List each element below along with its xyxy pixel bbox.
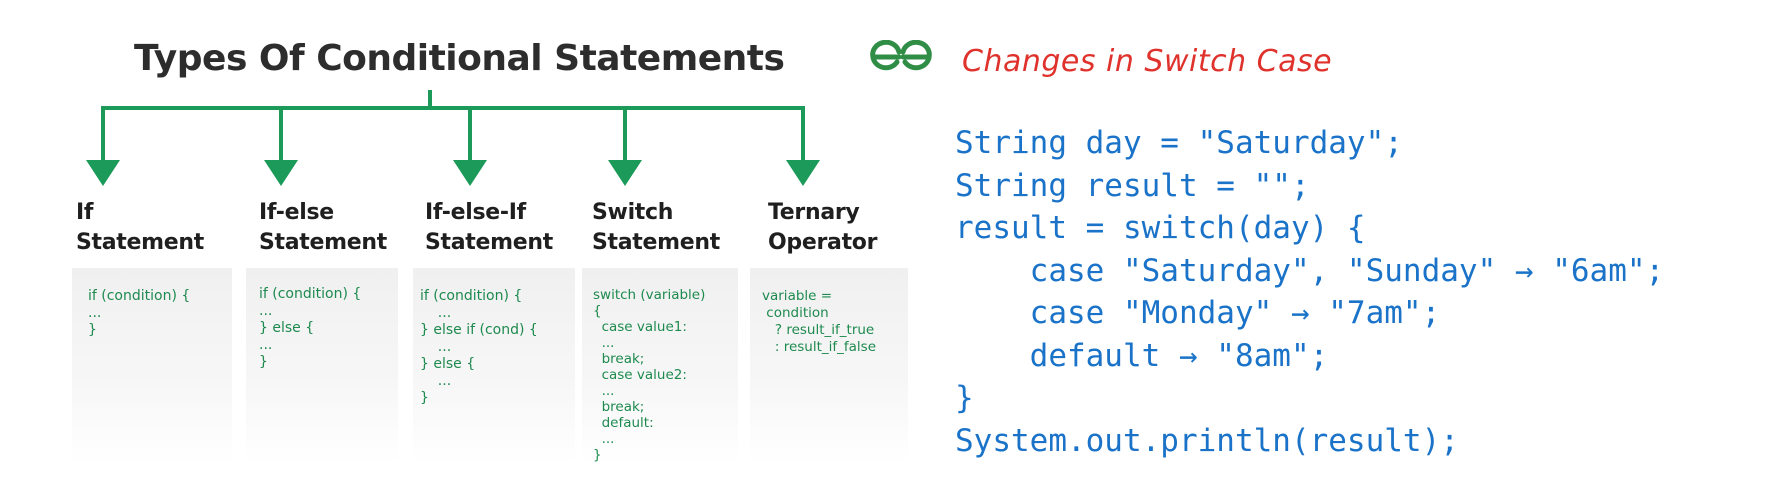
type-label-ternary: Ternary Operator [768,200,878,255]
type-label-if-else: If-else Statement [259,200,387,255]
conditional-statements-diagram: Types Of Conditional Statements If State… [72,38,908,464]
code-card-if: if (condition) { ... } [72,268,232,464]
code-line: String result = ""; [955,167,1310,204]
code-card-if-else-if: if (condition) { ... } else if (cond) { … [413,268,575,464]
arrow-down-icon [86,160,120,186]
card-code-if-else: if (condition) { ... } else { ... } [259,286,362,370]
switch-case-title: Changes in Switch Case [962,44,1333,79]
code-line: default → "8am"; [955,337,1329,374]
code-card-if-else: if (condition) { ... } else { ... } [246,268,398,464]
code-line: System.out.println(result); [955,422,1459,459]
code-card-ternary: variable = condition ? result_if_true : … [750,268,908,464]
switch-code-block: String day = "Saturday"; String result =… [955,122,1664,462]
code-line: result = switch(day) { [955,210,1366,246]
gfg-logo-icon [870,40,932,71]
code-line: } [955,380,974,416]
card-code-ternary: variable = condition ? result_if_true : … [762,288,877,355]
arrow-down-icon [608,160,642,186]
code-line: case "Saturday", "Sunday" → "6am"; [955,252,1665,289]
arrow-down-icon [264,160,298,186]
card-code-if-else-if: if (condition) { ... } else if (cond) { … [420,288,538,406]
type-label-if-else-if: If-else-If Statement [425,200,553,255]
card-code-switch: switch (variable) { case value1: ... bre… [593,287,706,463]
connector-tree [86,90,820,186]
type-label-if: If Statement [76,200,204,255]
code-line: String day = "Saturday"; [955,125,1403,161]
diagram-title: Types Of Conditional Statements [134,38,785,79]
code-line: case "Monday" → "7am"; [955,295,1441,331]
arrow-down-icon [786,160,820,186]
arrow-down-icon [453,160,487,186]
card-code-if: if (condition) { ... } [88,288,191,338]
code-card-switch: switch (variable) { case value1: ... bre… [582,268,738,464]
type-label-switch: Switch Statement [592,200,720,255]
